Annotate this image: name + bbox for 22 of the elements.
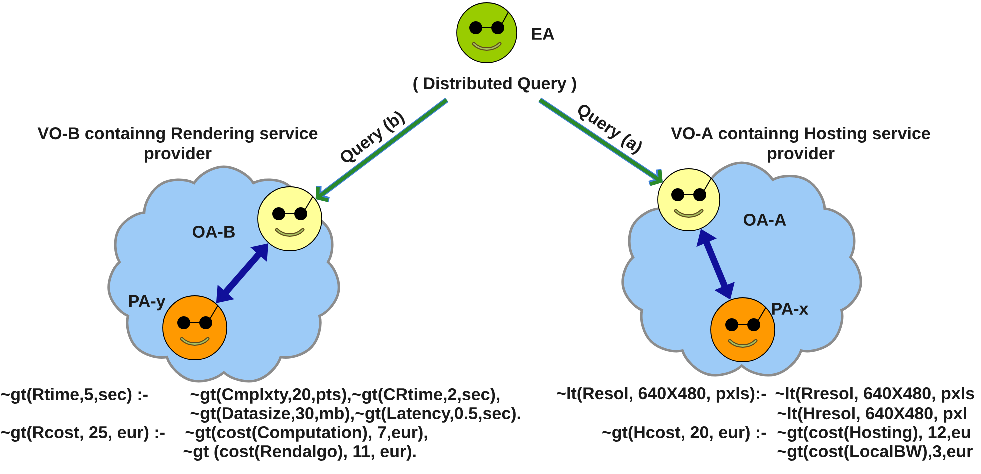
arrow: [316, 98, 449, 202]
rule-text: ~gt (cost(Rendalgo), 11, eur).: [184, 445, 416, 461]
agent-label: PA-y: [129, 295, 166, 311]
agent-label: OA-B: [192, 226, 235, 238]
rule-text: ~gt(cost(LocalBW),3,eur: [778, 445, 973, 461]
rule-text: ~gt(Rtime,5,sec) :-: [1, 388, 148, 404]
rule-text: ~lt(Rresol, 640X480, pxls: [776, 387, 974, 403]
rule-text: ~gt(Hcost, 20, eur) :-: [602, 426, 766, 442]
cloud-heading: VO-B containng Rendering service provider: [38, 127, 318, 163]
arrow: [538, 98, 663, 186]
rule-text: ~lt(Resol, 640X480, pxls):-: [557, 387, 766, 403]
cloud-heading: VO-A containng Hosting service provider: [671, 127, 930, 163]
agent-label: PA-x: [772, 303, 809, 315]
rule-text: ~lt(Hresol, 640X480, pxl: [778, 407, 966, 423]
agent-label: OA-A: [744, 214, 786, 226]
rule-text: ~gt(cost(Computation), 7,eur),: [186, 426, 428, 442]
rule-text: ~gt(Cmplxty,20,pts),~gt(CRtime,2,sec),: [190, 388, 500, 404]
rule-text: ~gt(Rcost, 25, eur) :-: [1, 426, 165, 442]
rule-text: ~gt(Datasize,30,mb),~gt(Latency,0.5,sec).: [190, 407, 520, 423]
agent-label: EA: [532, 28, 554, 40]
note-text: ( Distributed Query ): [414, 77, 576, 93]
rule-text: ~gt(cost(Hosting), 12,eu: [778, 426, 970, 442]
